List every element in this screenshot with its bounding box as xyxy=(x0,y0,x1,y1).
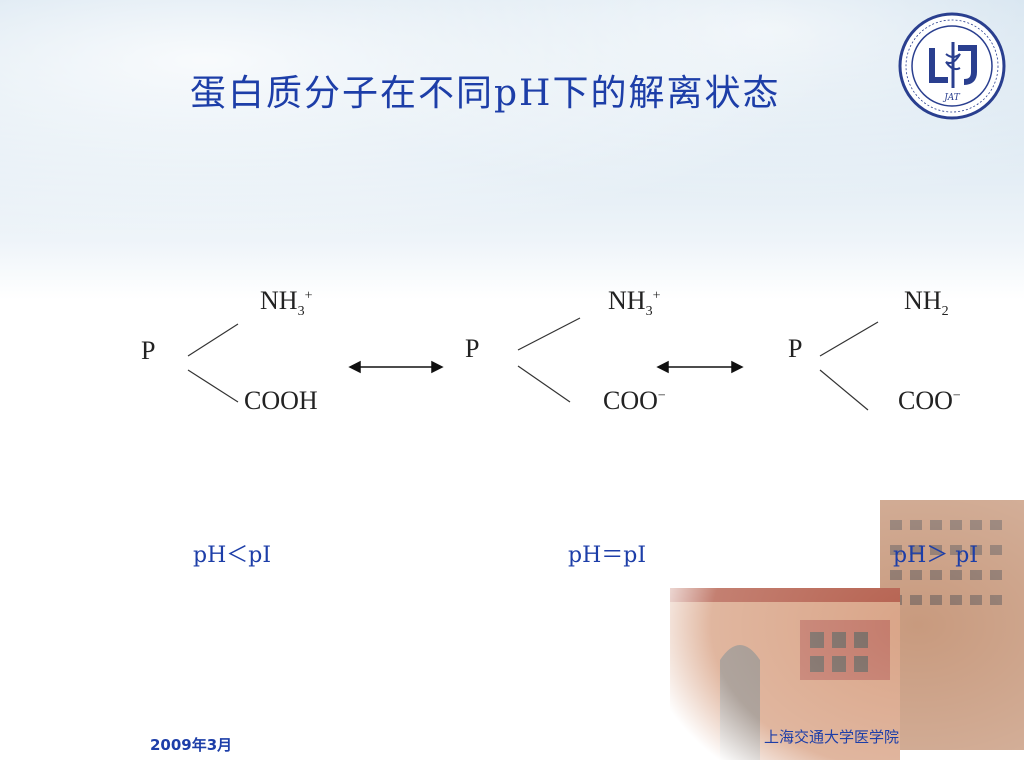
logo-abbr: JAT xyxy=(942,93,961,103)
carboxyl-group-1: COOH xyxy=(244,386,318,415)
protein-label-3: P xyxy=(788,334,803,363)
footer-date: 2009年3月 xyxy=(150,736,233,754)
jat-university-seal-icon: JAT xyxy=(898,12,1006,120)
double-arrow-icon xyxy=(656,360,744,374)
carboxyl-group-2: COO− xyxy=(603,386,666,415)
sky-background xyxy=(0,0,1024,300)
bond-line xyxy=(517,317,581,351)
amino-group-3: NH2 xyxy=(904,286,949,320)
slide-title: 蛋白质分子在不同pH下的解离状态 xyxy=(190,73,781,114)
double-arrow-icon xyxy=(348,360,444,374)
condition-basic: pH＞ pI xyxy=(893,543,979,568)
bond-line xyxy=(517,365,571,403)
bond-line xyxy=(819,369,869,411)
carboxyl-group-3: COO− xyxy=(898,386,961,415)
condition-acidic: pH＜pI xyxy=(193,543,272,568)
footer-school: 上海交通大学医学院 xyxy=(764,728,900,746)
amino-group-1: NH3+ xyxy=(260,286,313,320)
bond-line xyxy=(819,321,879,357)
protein-label-2: P xyxy=(465,334,480,363)
protein-label-1: P xyxy=(141,336,156,365)
amino-group-2: NH3+ xyxy=(608,286,661,320)
condition-isoelectric: pH＝pI xyxy=(568,543,647,568)
campus-building-image xyxy=(600,460,1024,760)
bond-line xyxy=(187,323,239,357)
bond-line xyxy=(187,369,239,403)
